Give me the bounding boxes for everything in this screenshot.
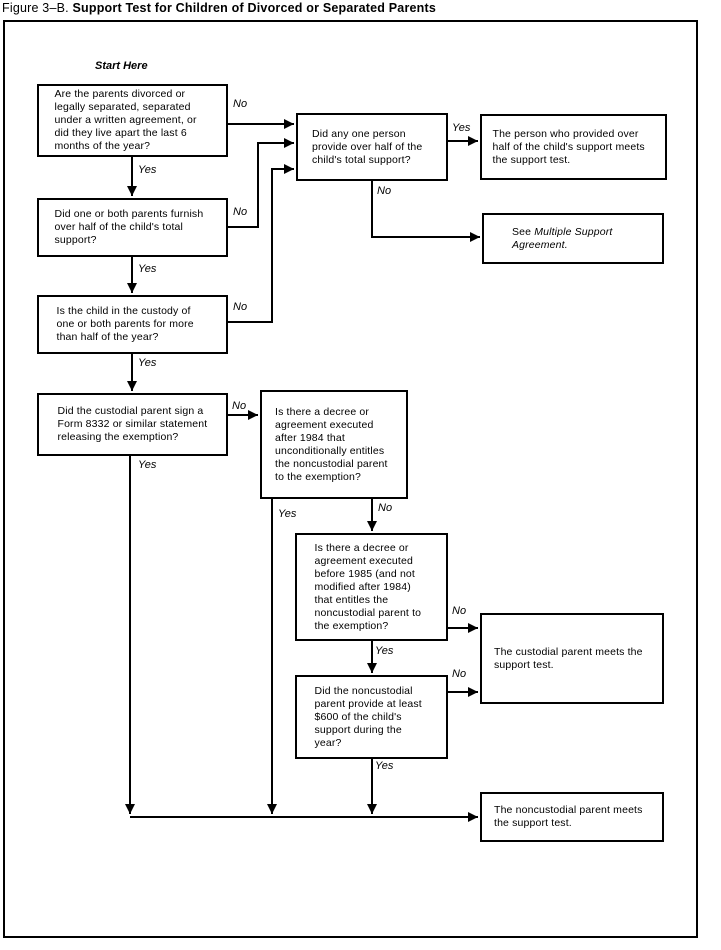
- edge-label-yes: Yes: [452, 122, 471, 134]
- node-text: Is there a decree or agreement executed …: [314, 541, 422, 632]
- node-q-600-support: Did the noncustodial parent provide at l…: [295, 675, 448, 759]
- edge-label-yes: Yes: [138, 459, 157, 471]
- edge-label-no: No: [452, 605, 467, 617]
- edge-oneperson-no-line: [371, 181, 480, 242]
- node-noncustodial-meets: The noncustodial parent meets the suppor…: [480, 792, 664, 842]
- edge-label-no: No: [233, 98, 248, 110]
- edge-label-no: No: [233, 206, 248, 218]
- figure-border: [3, 20, 698, 938]
- node-text: Did the noncustodial parent provide at l…: [314, 684, 422, 749]
- edge-label-yes: Yes: [278, 508, 297, 520]
- edge-halfsupport-no-line: [227, 138, 294, 228]
- node-text: Did any one person provide over half of …: [312, 127, 423, 166]
- node-q-one-person: Did any one person provide over half of …: [296, 113, 448, 181]
- edge-label-no: No: [377, 185, 392, 197]
- node-see-multiple-support-agreement: See Multiple Support Agreement.: [482, 213, 664, 264]
- edge-label-no: No: [378, 502, 393, 514]
- node-text: Did the custodial parent sign a Form 833…: [57, 405, 208, 443]
- node-q-after-1984: Is there a decree or agreement executed …: [260, 390, 408, 499]
- node-q-divorced: Are the parents divorced or legally sepa…: [37, 84, 228, 157]
- edge-label-yes: Yes: [375, 645, 394, 657]
- node-q-before-1985: Is there a decree or agreement executed …: [295, 533, 448, 641]
- figure-title-text: Support Test for Children of Divorced or…: [72, 1, 437, 15]
- figure-title: Figure 3–B. Support Test for Children of…: [2, 1, 436, 16]
- figure-number: Figure 3–B.: [2, 1, 69, 15]
- node-text: The person who provided over half of the…: [492, 127, 645, 166]
- start-here-label: Start Here: [95, 60, 148, 72]
- edge-label-yes: Yes: [375, 760, 394, 772]
- node-person-meets: The person who provided over half of the…: [480, 114, 667, 180]
- node-text: See Multiple Support Agreement.: [512, 226, 634, 252]
- node-q-half-support: Did one or both parents furnish over hal…: [37, 198, 228, 257]
- node-text: Are the parents divorced or legally sepa…: [54, 88, 197, 152]
- edge-label-yes: Yes: [138, 357, 157, 369]
- node-text: Is the child in the custody of one or bo…: [56, 305, 194, 343]
- node-q-form8332: Did the custodial parent sign a Form 833…: [37, 393, 228, 456]
- node-custodial-meets: The custodial parent meets the support t…: [480, 613, 664, 704]
- node-text: The custodial parent meets the support t…: [494, 645, 643, 671]
- node-q-custody: Is the child in the custody of one or bo…: [37, 295, 228, 354]
- edge-label-no: No: [452, 668, 467, 680]
- edge-custody-no-line: [227, 164, 294, 323]
- edge-label-yes: Yes: [138, 263, 157, 275]
- node-text: Is there a decree or agreement executed …: [275, 405, 388, 483]
- edge-label-yes: Yes: [138, 164, 157, 176]
- msa-reference-text: Multiple Support Agreement.: [512, 225, 613, 251]
- edge-label-no: No: [232, 400, 247, 412]
- see-text: See: [512, 225, 535, 238]
- edge-label-no: No: [233, 301, 248, 313]
- node-text: The noncustodial parent meets the suppor…: [494, 804, 643, 829]
- node-text: Did one or both parents furnish over hal…: [54, 208, 204, 246]
